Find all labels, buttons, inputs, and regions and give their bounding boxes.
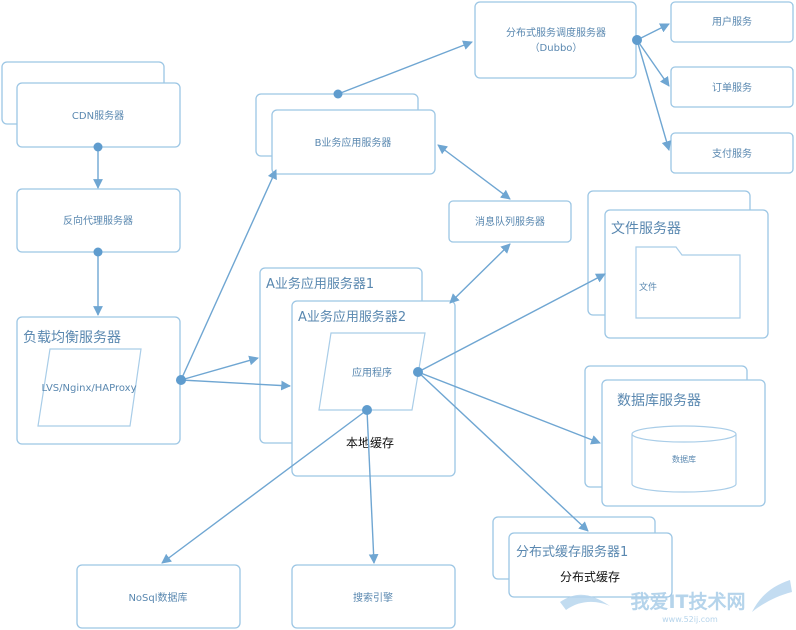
payment-service-label: 支付服务 <box>712 147 752 160</box>
edge-mq-a-app <box>449 243 511 304</box>
file-label: 文件 <box>639 281 657 293</box>
dispatch-server-label: 分布式服务调度服务器 <box>506 26 606 39</box>
file-server-label: 文件服务器 <box>611 221 681 237</box>
edge-lb-to-b-app <box>180 169 277 381</box>
order-service-box <box>670 66 794 108</box>
lb-software-label: LVS/Nginx/HAProxy <box>41 383 136 394</box>
mq-server-box <box>448 200 572 243</box>
user-service-box <box>670 1 794 43</box>
edge-b-app-to-dispatch <box>337 40 473 95</box>
local-cache-label: 本地缓存 <box>346 436 394 450</box>
db-server-label: 数据库服务器 <box>617 393 701 409</box>
a-app-server-1-label: A业务应用服务器1 <box>266 276 374 292</box>
search-engine-label: 搜索引擎 <box>353 591 393 604</box>
dist-cache-server-box <box>508 532 673 598</box>
dot-cdn <box>93 142 103 152</box>
dispatch-server-box <box>474 1 637 79</box>
edge-dispatch-to-order <box>636 39 670 87</box>
dot-dispatch <box>632 35 642 45</box>
database-label: 数据库 <box>672 454 696 464</box>
dist-cache-server-label: 分布式缓存服务器1 <box>516 544 628 560</box>
b-app-server-box <box>271 109 436 175</box>
database-cylinder-icon <box>631 425 737 493</box>
app-program-label: 应用程序 <box>352 366 392 379</box>
edge-app-to-db <box>417 371 601 445</box>
watermark-title: 我爱IT技术网 <box>630 590 745 613</box>
load-balancer-label: 负载均衡服务器 <box>23 330 121 346</box>
dist-cache-label: 分布式缓存 <box>560 570 620 584</box>
edge-app-to-dist-cache <box>417 371 589 532</box>
edge-lb-to-a-app-1 <box>180 355 259 381</box>
dot-proxy <box>93 247 103 257</box>
a-app-server-2-label: A业务应用服务器2 <box>298 309 406 325</box>
reverse-proxy-label: 反向代理服务器 <box>63 214 133 227</box>
payment-service-box <box>670 132 794 174</box>
edge-dispatch-to-user <box>636 23 670 41</box>
nosql-label: NoSql数据库 <box>128 591 187 604</box>
order-service-label: 订单服务 <box>712 81 752 94</box>
dot-lb <box>176 375 186 385</box>
mq-server-label: 消息队列服务器 <box>475 215 545 228</box>
watermark-url: www.52ij.com <box>662 615 718 624</box>
cdn-server-label: CDN服务器 <box>72 109 124 122</box>
folder-icon <box>635 246 741 319</box>
dot-b-app <box>333 89 343 99</box>
app-program-shape <box>318 332 426 411</box>
edge-app-to-nosql <box>161 409 368 564</box>
nosql-box <box>76 564 241 629</box>
search-engine-box <box>291 564 456 629</box>
dot-app-bottom <box>362 405 372 415</box>
watermark-logo: 我爱IT技术网 www.52ij.com <box>560 580 792 624</box>
user-service-label: 用户服务 <box>712 15 752 28</box>
edge-app-to-file <box>417 273 606 373</box>
edge-b-app-mq <box>437 144 511 200</box>
b-app-server-label: B业务应用服务器 <box>315 136 392 149</box>
edge-dispatch-to-payment <box>636 39 672 151</box>
edge-app-to-search <box>366 409 379 564</box>
edge-lb-to-a-app-2 <box>180 379 291 391</box>
dot-app-right <box>413 367 423 377</box>
lb-software-shape <box>37 348 142 427</box>
dispatch-server-sublabel: （Dubbo） <box>530 42 583 54</box>
